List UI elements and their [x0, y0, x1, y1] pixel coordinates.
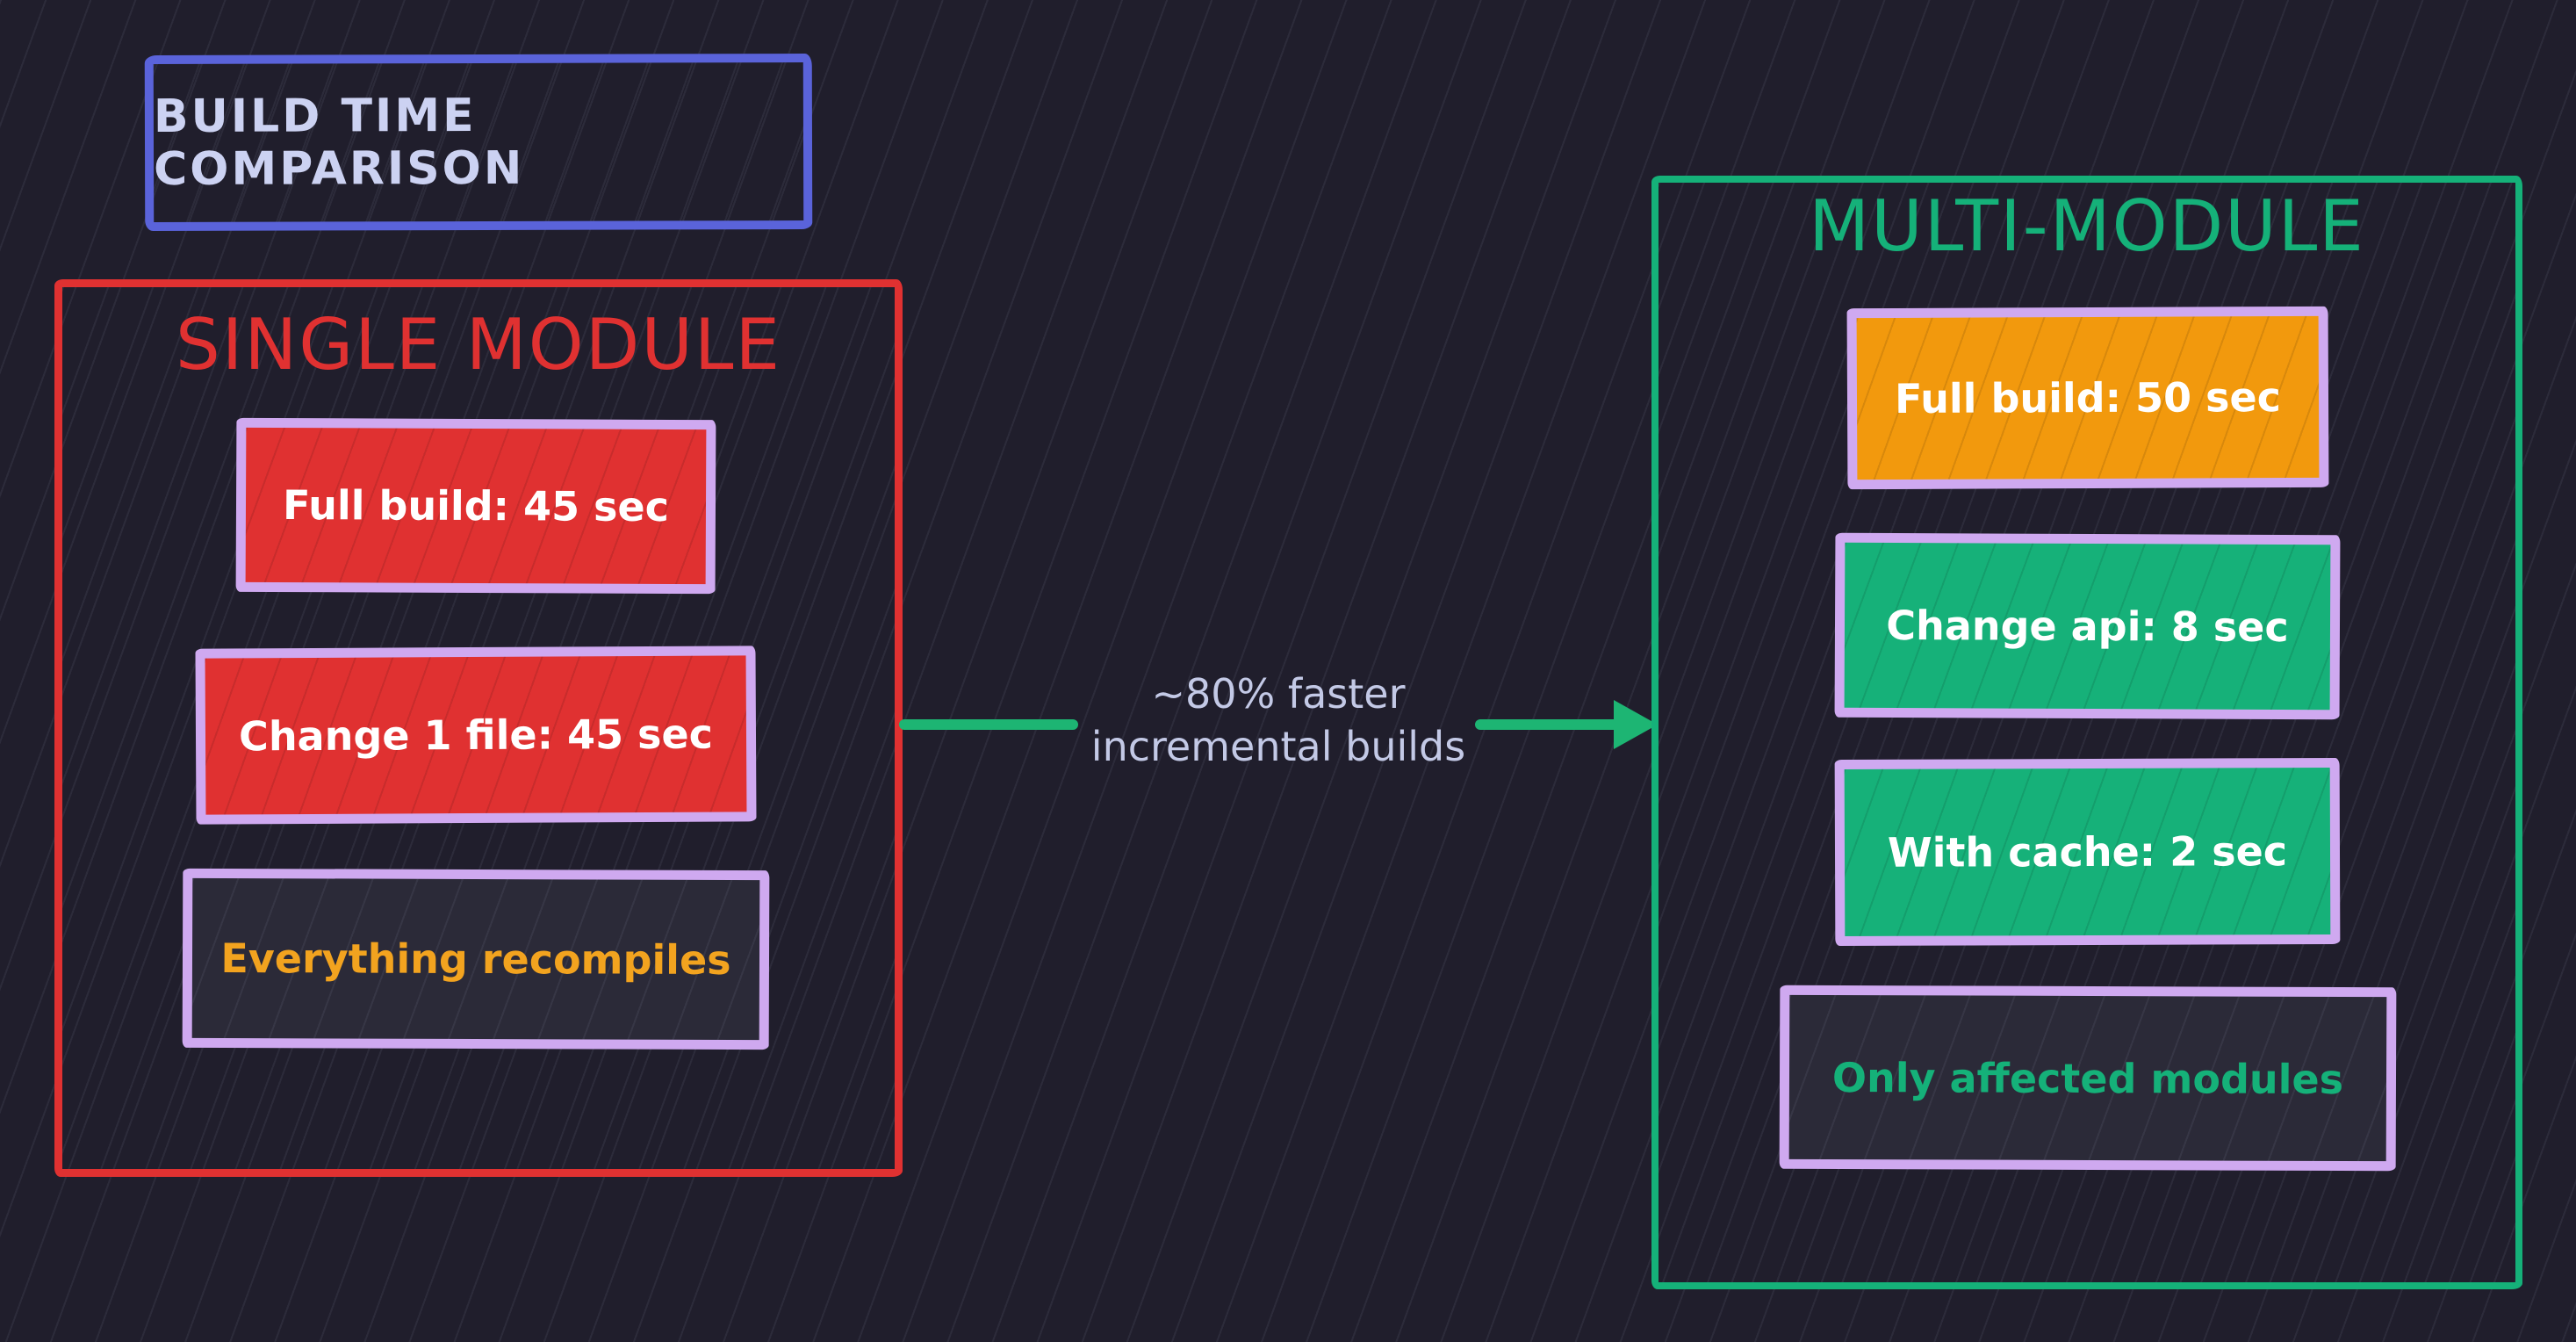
multi-full-build-label: Full build: 50 sec: [1894, 373, 2282, 422]
arrow-label-line2: incremental builds: [1090, 723, 1466, 770]
single-note-label: Everything recompiles: [220, 934, 731, 985]
single-full-build-label: Full build: 45 sec: [282, 481, 670, 530]
single-full-build-box: Full build: 45 sec: [235, 417, 716, 595]
multi-module-panel: MULTI-MODULE Full build: 50 sec Change a…: [1651, 176, 2522, 1289]
arrow-shaft-left: [899, 719, 1078, 730]
multi-note-box: Only affected modules: [1779, 985, 2397, 1172]
multi-with-cache-label: With cache: 2 sec: [1887, 827, 2288, 877]
single-note-box: Everything recompiles: [182, 868, 770, 1050]
multi-change-api-box: Change api: 8 sec: [1834, 532, 2341, 720]
arrow-label: ~80% faster incremental builds: [1036, 667, 1521, 773]
multi-note-label: Only affected modules: [1831, 1053, 2344, 1103]
single-change-file-label: Change 1 file: 45 sec: [238, 710, 714, 761]
arrow-head-icon: [1614, 700, 1658, 749]
arrow-label-line1: ~80% faster: [1151, 670, 1406, 718]
single-change-file-box: Change 1 file: 45 sec: [195, 646, 757, 825]
title-box: BUILD TIME COMPARISON: [144, 54, 813, 231]
single-module-heading: SINGLE MODULE: [175, 304, 782, 386]
multi-module-heading: MULTI-MODULE: [1809, 185, 2365, 267]
arrow-shaft-right: [1475, 719, 1619, 730]
multi-with-cache-box: With cache: 2 sec: [1834, 757, 2341, 947]
title-label: BUILD TIME COMPARISON: [153, 90, 525, 196]
multi-change-api-label: Change api: 8 sec: [1886, 602, 2289, 651]
single-module-panel: SINGLE MODULE Full build: 45 sec Change …: [54, 279, 903, 1177]
multi-full-build-box: Full build: 50 sec: [1846, 306, 2329, 490]
